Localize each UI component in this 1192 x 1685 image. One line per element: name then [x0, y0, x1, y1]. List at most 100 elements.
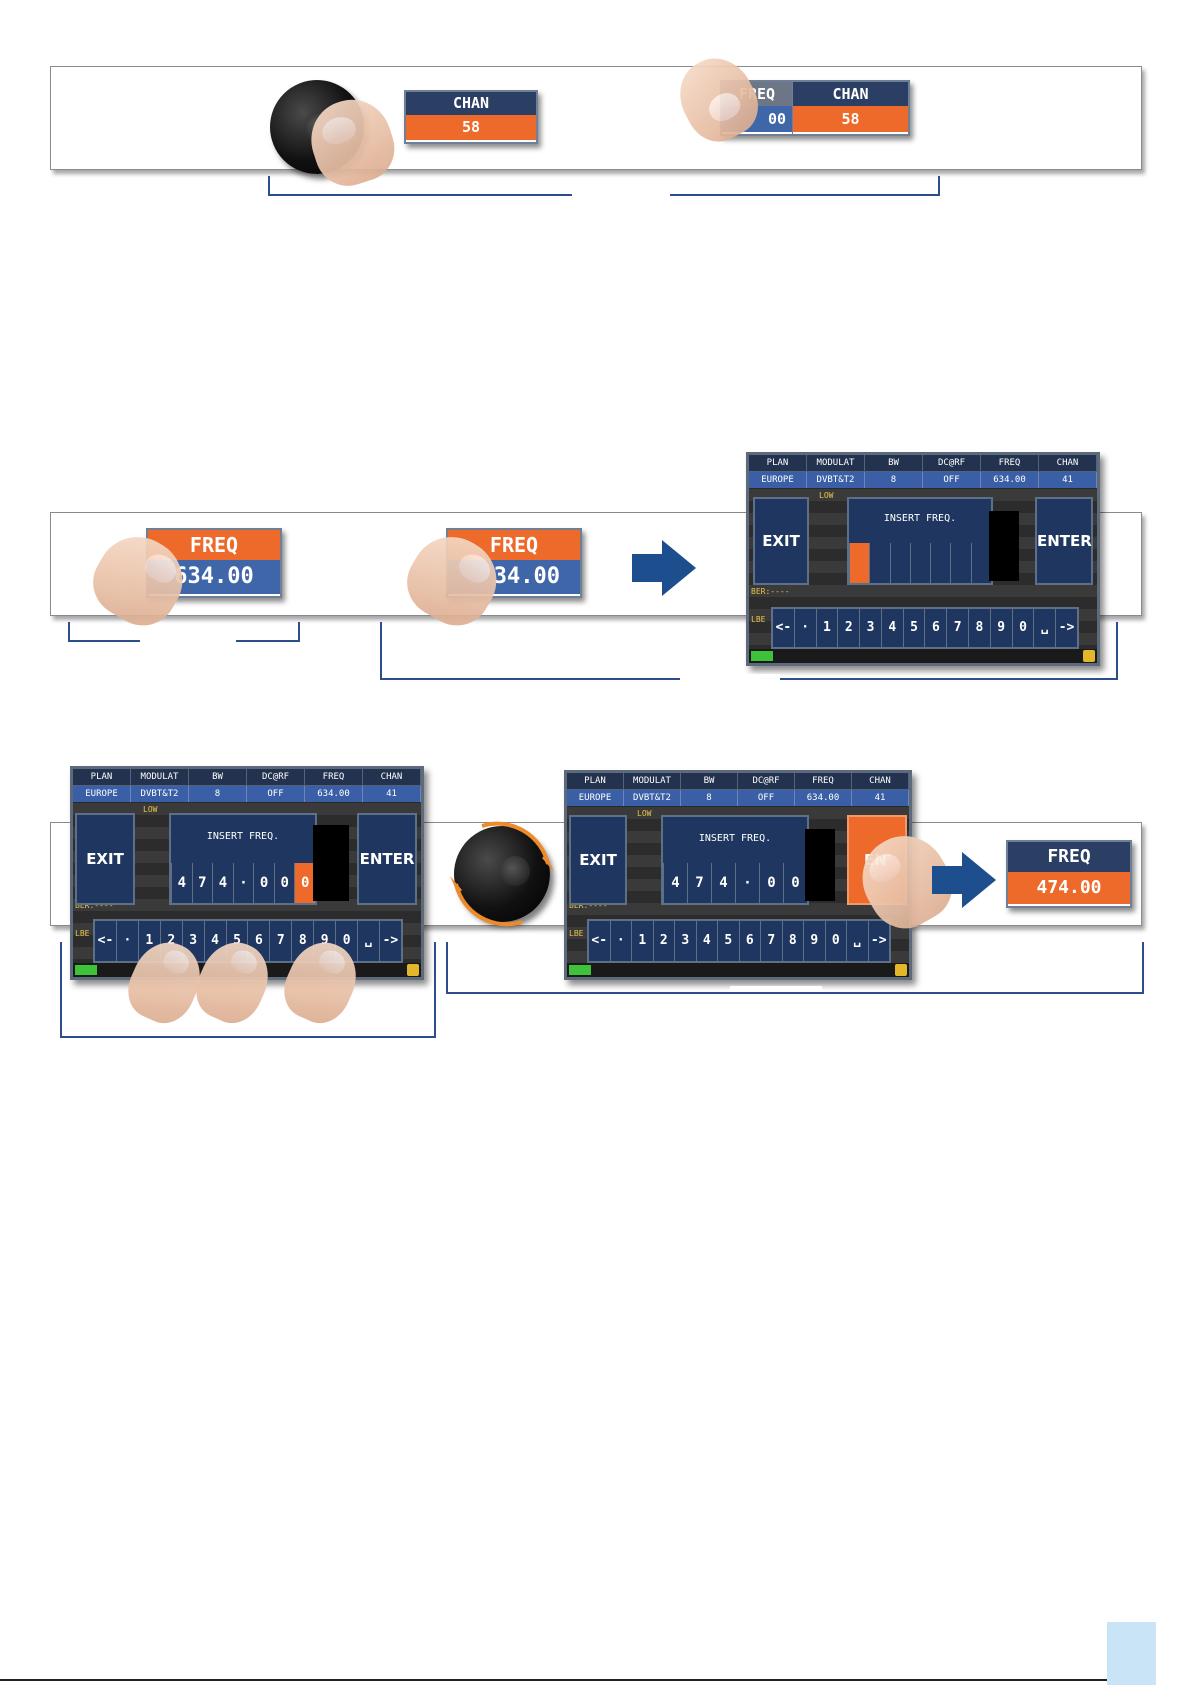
- digit-cell[interactable]: ·: [735, 863, 759, 903]
- key[interactable]: 2: [652, 921, 675, 961]
- key[interactable]: 0: [335, 921, 357, 961]
- key[interactable]: ->: [867, 921, 890, 961]
- key[interactable]: 4: [880, 609, 903, 647]
- key[interactable]: 6: [738, 921, 761, 961]
- key[interactable]: 9: [803, 921, 825, 961]
- key[interactable]: 6: [924, 609, 946, 647]
- numeric-keypad: <- · 1 2 3 4 5 6 7 8 9 0 ␣ ->: [771, 607, 1079, 649]
- exit-button[interactable]: EXIT: [753, 497, 809, 585]
- key[interactable]: 2: [837, 609, 859, 647]
- key[interactable]: 8: [291, 921, 313, 961]
- table-cell[interactable]: 8: [189, 786, 247, 802]
- digit-cell[interactable]: [930, 543, 951, 583]
- key[interactable]: 5: [225, 921, 248, 961]
- key[interactable]: 7: [269, 921, 291, 961]
- digit-cell[interactable]: 4: [212, 863, 233, 903]
- table-cell[interactable]: 634.00: [795, 790, 852, 806]
- chan-widget[interactable]: CHAN 58: [404, 90, 538, 144]
- key[interactable]: 5: [902, 609, 925, 647]
- table-cell[interactable]: EUROPE: [567, 790, 624, 806]
- table-cell[interactable]: 41: [363, 786, 421, 802]
- freq-result-widget[interactable]: FREQ 474.00: [1006, 840, 1132, 908]
- digit-cell[interactable]: 4: [663, 863, 687, 903]
- table-cell[interactable]: EUROPE: [73, 786, 131, 802]
- enter-button[interactable]: ENTER: [1035, 497, 1093, 585]
- enter-button[interactable]: ENTER: [357, 813, 417, 905]
- table-cell[interactable]: 41: [852, 790, 909, 806]
- table-cell[interactable]: OFF: [738, 790, 795, 806]
- table-cell[interactable]: 8: [865, 472, 923, 488]
- low-label: LOW: [143, 805, 158, 814]
- table-cell[interactable]: DVBT&T2: [131, 786, 189, 802]
- digit-cell[interactable]: 0: [759, 863, 783, 903]
- key[interactable]: 1: [631, 921, 653, 961]
- key[interactable]: <-: [775, 620, 792, 635]
- digit-cell[interactable]: 0: [273, 863, 295, 903]
- digit-cell[interactable]: [950, 543, 971, 583]
- key[interactable]: 5: [717, 921, 739, 961]
- key[interactable]: ·: [115, 921, 138, 961]
- digit-cell[interactable]: [970, 543, 991, 583]
- key[interactable]: <-: [591, 933, 608, 948]
- key[interactable]: 0: [1011, 609, 1034, 647]
- key[interactable]: ·: [609, 921, 632, 961]
- key[interactable]: 2: [159, 921, 182, 961]
- key[interactable]: ->: [1055, 609, 1077, 647]
- digit-cell[interactable]: [869, 543, 890, 583]
- table-cell[interactable]: EUROPE: [749, 472, 807, 488]
- numeric-keypad: <- · 1 2 3 4 5 6 7 8 9 0 ␣ ->: [587, 919, 891, 963]
- rotary-knob-icon[interactable]: [454, 826, 550, 922]
- key[interactable]: 9: [989, 609, 1012, 647]
- exit-button[interactable]: EXIT: [75, 813, 135, 905]
- digit-cell[interactable]: [849, 543, 870, 583]
- key[interactable]: 1: [137, 921, 160, 961]
- lock-icon[interactable]: [895, 964, 907, 976]
- digit-cell[interactable]: 7: [687, 863, 711, 903]
- lbe-label: LBE: [751, 615, 766, 624]
- key[interactable]: 9: [313, 921, 335, 961]
- table-cell[interactable]: OFF: [923, 472, 981, 488]
- table-cell[interactable]: 634.00: [981, 472, 1039, 488]
- table-cell[interactable]: DVBT&T2: [807, 472, 865, 488]
- lock-icon[interactable]: [1083, 650, 1095, 662]
- bracket-gap: [680, 674, 780, 680]
- key[interactable]: <-: [97, 933, 114, 948]
- digit-cell[interactable]: 0: [783, 863, 807, 903]
- key[interactable]: 0: [824, 921, 847, 961]
- key[interactable]: 3: [181, 921, 204, 961]
- digit-cell[interactable]: 4: [171, 863, 192, 903]
- table-cell[interactable]: OFF: [247, 786, 305, 802]
- freq-result-header: FREQ: [1008, 842, 1130, 872]
- key[interactable]: ·: [793, 609, 816, 647]
- key[interactable]: 7: [760, 921, 782, 961]
- table-cell[interactable]: 634.00: [305, 786, 363, 802]
- key[interactable]: ->: [378, 921, 401, 961]
- key[interactable]: ␣: [1033, 609, 1055, 647]
- key[interactable]: 6: [247, 921, 269, 961]
- digit-cell[interactable]: [909, 543, 931, 583]
- key[interactable]: 8: [781, 921, 804, 961]
- key[interactable]: 3: [674, 921, 696, 961]
- table-header: BW: [681, 773, 738, 790]
- key[interactable]: 1: [815, 609, 838, 647]
- table-cell[interactable]: 41: [1039, 472, 1097, 488]
- lock-icon[interactable]: [407, 964, 419, 976]
- key[interactable]: ␣: [357, 921, 379, 961]
- digit-cell[interactable]: ·: [232, 863, 254, 903]
- table-cell[interactable]: 8: [681, 790, 738, 806]
- digit-cell[interactable]: 4: [711, 863, 735, 903]
- exit-button[interactable]: EXIT: [569, 815, 627, 905]
- key[interactable]: 4: [695, 921, 718, 961]
- key[interactable]: 3: [859, 609, 881, 647]
- bracket-gap: [140, 636, 236, 642]
- key[interactable]: ␣: [846, 921, 868, 961]
- key[interactable]: 7: [946, 609, 968, 647]
- digit-cell[interactable]: 0: [253, 863, 274, 903]
- digit-cell[interactable]: 7: [191, 863, 213, 903]
- dialog-title: INSERT FREQ.: [883, 513, 957, 524]
- table-cell[interactable]: DVBT&T2: [624, 790, 681, 806]
- key[interactable]: 8: [968, 609, 990, 647]
- digit-cell[interactable]: [889, 543, 910, 583]
- key[interactable]: 4: [203, 921, 226, 961]
- digit-cell[interactable]: 0: [294, 863, 316, 903]
